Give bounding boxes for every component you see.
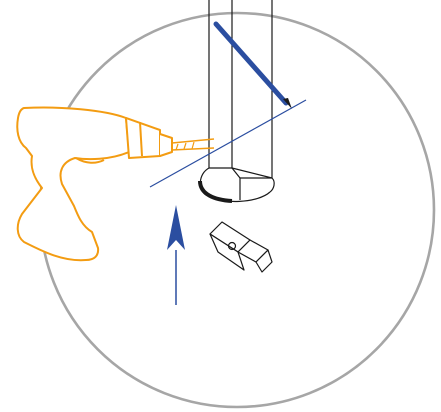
detail-circle xyxy=(40,13,434,407)
